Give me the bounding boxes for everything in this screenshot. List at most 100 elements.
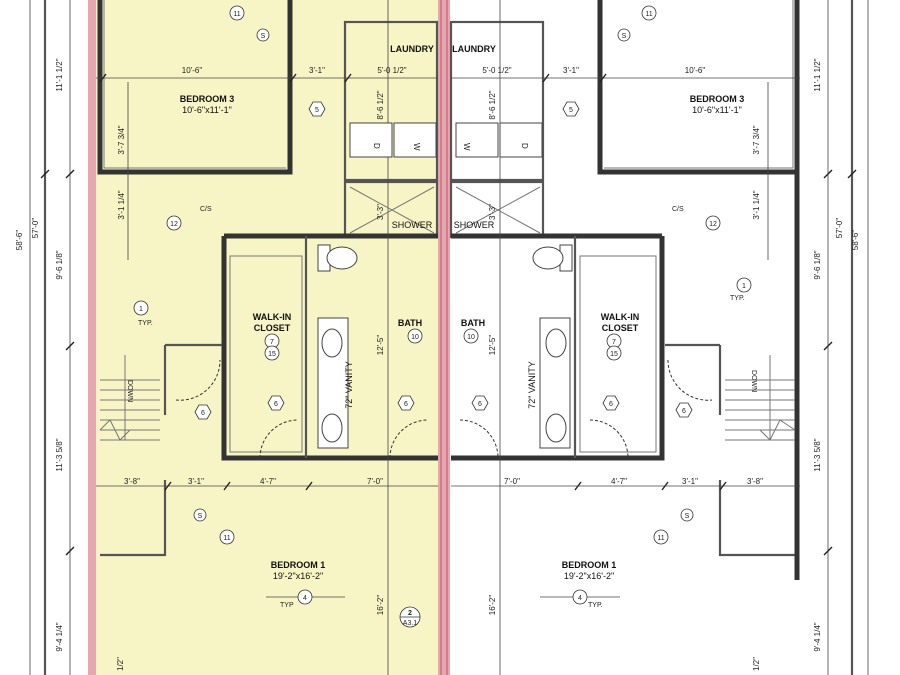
tag-label: 11 bbox=[233, 11, 240, 18]
dimension: 8'-6 1/2" bbox=[376, 90, 385, 119]
dimension: 3'-1 1/4" bbox=[117, 190, 126, 219]
dimension: 3'-7 3/4" bbox=[752, 125, 761, 154]
stair-label: DOWN bbox=[750, 370, 757, 392]
dimension: 57'-0" bbox=[835, 218, 844, 239]
party-wall bbox=[438, 0, 450, 675]
sink-left-2 bbox=[321, 413, 343, 443]
right-labels: BEDROOM 3 10'-6"x11'-1" LAUNDRY SHOWER B… bbox=[452, 44, 860, 671]
sink-right-2 bbox=[545, 413, 567, 443]
dimension: 16'-2" bbox=[488, 595, 497, 616]
tag-label: 10 bbox=[467, 334, 475, 341]
room-name: BEDROOM 1 bbox=[271, 560, 326, 570]
tag-label: 6 bbox=[682, 408, 686, 415]
washer-label: W bbox=[412, 143, 421, 151]
dimension: 11'-1 1/2" bbox=[813, 58, 822, 91]
tag-label: 7 bbox=[270, 339, 274, 346]
room-name: LAUNDRY bbox=[452, 44, 496, 54]
dimension: 8'-6 1/2" bbox=[488, 90, 497, 119]
tag-label: 11 bbox=[657, 535, 664, 542]
dimension: 7'-0" bbox=[504, 477, 520, 486]
dimension-lines bbox=[40, 0, 857, 675]
dimension: 11'-3 5/8" bbox=[55, 438, 64, 471]
dimension: 1/2" bbox=[752, 657, 761, 671]
tag-label: 7 bbox=[612, 339, 616, 346]
tag-label: C/S bbox=[200, 206, 212, 213]
stair-label: DOWN bbox=[126, 380, 133, 402]
toilet-right bbox=[532, 246, 564, 270]
dimension: 58'-6" bbox=[851, 230, 860, 251]
room-name: CLOSET bbox=[254, 323, 291, 333]
right-walls bbox=[449, 0, 800, 580]
tag-label: 5 bbox=[569, 107, 573, 114]
room-name: SHOWER bbox=[454, 220, 495, 230]
dimension: 57'-0" bbox=[31, 218, 40, 239]
tag-label: 5 bbox=[315, 107, 319, 114]
tag-label: 10 bbox=[411, 334, 419, 341]
right-stairs bbox=[725, 355, 796, 441]
dimension: 1/2" bbox=[116, 657, 125, 671]
section-number: 2 bbox=[408, 610, 412, 617]
room-name: WALK-IN bbox=[601, 312, 640, 322]
tag-label: 4 bbox=[303, 595, 307, 602]
room-name: BATH bbox=[461, 318, 485, 328]
tag-label: 1 bbox=[139, 306, 143, 313]
dimension: 11'-3 5/8" bbox=[813, 438, 822, 471]
tag-label: C/S bbox=[672, 206, 684, 213]
dimension: 3'-3" bbox=[376, 204, 385, 220]
tag-label: 12 bbox=[709, 221, 717, 228]
tag-label: 12 bbox=[170, 221, 178, 228]
tag-label: S bbox=[622, 33, 627, 40]
dimension: 3'-1" bbox=[682, 477, 698, 486]
dimension: 9'-4 1/4" bbox=[813, 622, 822, 651]
tag-label: S bbox=[261, 33, 266, 40]
dryer-label: D bbox=[372, 143, 381, 149]
dimension: 4'-7" bbox=[260, 477, 276, 486]
left-exterior-wall-band bbox=[88, 0, 96, 675]
tag-label: 6 bbox=[478, 401, 482, 408]
section-sheet: A3.1 bbox=[403, 620, 418, 627]
dimension: 7'-0" bbox=[367, 477, 383, 486]
room-name: BATH bbox=[398, 318, 422, 328]
tag-label: 11 bbox=[645, 11, 652, 18]
room-size: 19'-2"x16'-2" bbox=[273, 571, 323, 581]
room-name: LAUNDRY bbox=[390, 44, 434, 54]
dimension: 3'-8" bbox=[747, 477, 763, 486]
room-name: SHOWER bbox=[392, 220, 433, 230]
dimension: 3'-3" bbox=[488, 204, 497, 220]
washer-right bbox=[455, 122, 499, 158]
tag-label: 6 bbox=[609, 401, 613, 408]
left-fixtures: D W bbox=[317, 122, 437, 449]
typ-label: TYP bbox=[280, 602, 294, 609]
dryer-right bbox=[499, 122, 543, 158]
dimension: 3'-7 3/4" bbox=[117, 125, 126, 154]
room-name: WALK-IN bbox=[253, 312, 292, 322]
dimension: 9'-6 1/8" bbox=[55, 250, 64, 279]
dimension: 5'-0 1/2" bbox=[377, 66, 406, 75]
typ-label: TYP. bbox=[588, 602, 603, 609]
right-fixtures: W D bbox=[455, 122, 573, 449]
door-left-stair bbox=[175, 359, 221, 401]
room-size: 19'-2"x16'-2" bbox=[564, 571, 614, 581]
dimension: 16'-2" bbox=[376, 595, 385, 616]
dimension: 9'-4 1/4" bbox=[55, 622, 64, 651]
dimension: 3'-8" bbox=[124, 477, 140, 486]
washer-left bbox=[393, 122, 437, 158]
room-size: 10'-6"x11'-1" bbox=[692, 105, 742, 115]
typ-label: TYP. bbox=[138, 320, 153, 327]
tag-label: 6 bbox=[404, 401, 408, 408]
sink-left-1 bbox=[321, 328, 343, 358]
tag-label: S bbox=[685, 513, 690, 520]
room-name: BEDROOM 1 bbox=[562, 560, 617, 570]
doors bbox=[175, 359, 713, 459]
door-right-closet bbox=[589, 419, 629, 459]
dimension: 10'-6" bbox=[685, 66, 706, 75]
door-right-stair bbox=[667, 359, 713, 401]
dimension: 9'-6 1/8" bbox=[813, 250, 822, 279]
toilet-left bbox=[326, 246, 358, 270]
room-size: 10'-6"x11'-1" bbox=[182, 105, 232, 115]
tag-label: 4 bbox=[578, 595, 582, 602]
right-tags: 11 S 5 12 C/S 1 7 15 10 6 6 6 S 11 4 bbox=[463, 5, 752, 605]
dryer-left bbox=[349, 122, 393, 158]
tag-label: 1 bbox=[742, 283, 746, 290]
